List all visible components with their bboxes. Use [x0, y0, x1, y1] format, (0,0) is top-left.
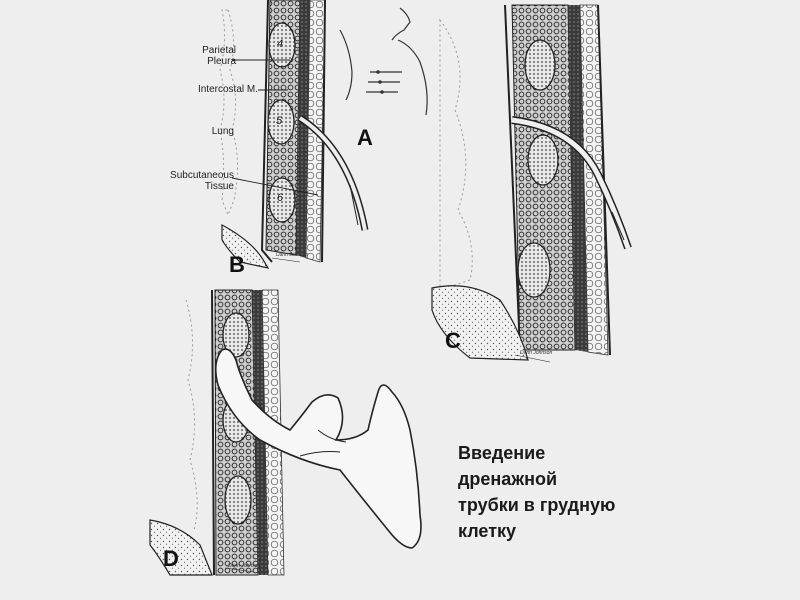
panel-label-a: A: [357, 125, 373, 151]
caption-line-4: клетку: [458, 518, 698, 544]
diaphragm-d: [150, 520, 212, 575]
lung-c: [440, 20, 472, 290]
rib-d3: [225, 476, 251, 524]
label-subcutaneous-tissue: Subcutaneous Tissue: [130, 170, 234, 192]
panel-c: [432, 5, 628, 360]
rib-c2: [528, 135, 558, 185]
rib-c1: [525, 40, 555, 90]
panel-label-d: D: [163, 546, 179, 572]
label-tissue: Tissue: [130, 181, 234, 192]
signature-b: Dann Johnson: [276, 252, 308, 258]
caption-line-2: дренажной: [458, 466, 698, 492]
signature-d: Dann Johnson: [228, 563, 260, 569]
label-subcutaneous: Subcutaneous: [130, 170, 234, 181]
signature-c: Dann Johnson: [520, 350, 552, 356]
lung-d: [186, 300, 197, 530]
panel-d: [150, 290, 421, 575]
label-pleura: Pleura: [150, 56, 236, 67]
caption: Введение дренажной трубки в грудную клет…: [458, 440, 698, 544]
rib-number-4: 4: [277, 38, 283, 50]
caption-line-1: Введение: [458, 440, 698, 466]
rib-c3: [518, 243, 550, 297]
panel-b: [220, 0, 365, 268]
caption-line-3: трубки в грудную: [458, 492, 698, 518]
panel-a-torso: [340, 8, 427, 115]
label-parietal-pleura: Parietal Pleura: [150, 45, 236, 67]
label-intercostal: Intercostal M.: [150, 84, 258, 95]
rib-number-5: 5: [276, 115, 282, 127]
panel-label-b: B: [229, 252, 245, 278]
label-lung: Lung: [150, 126, 234, 137]
rib-number-6: 6: [277, 192, 283, 204]
label-parietal: Parietal: [150, 45, 236, 56]
panel-label-c: C: [445, 328, 461, 354]
